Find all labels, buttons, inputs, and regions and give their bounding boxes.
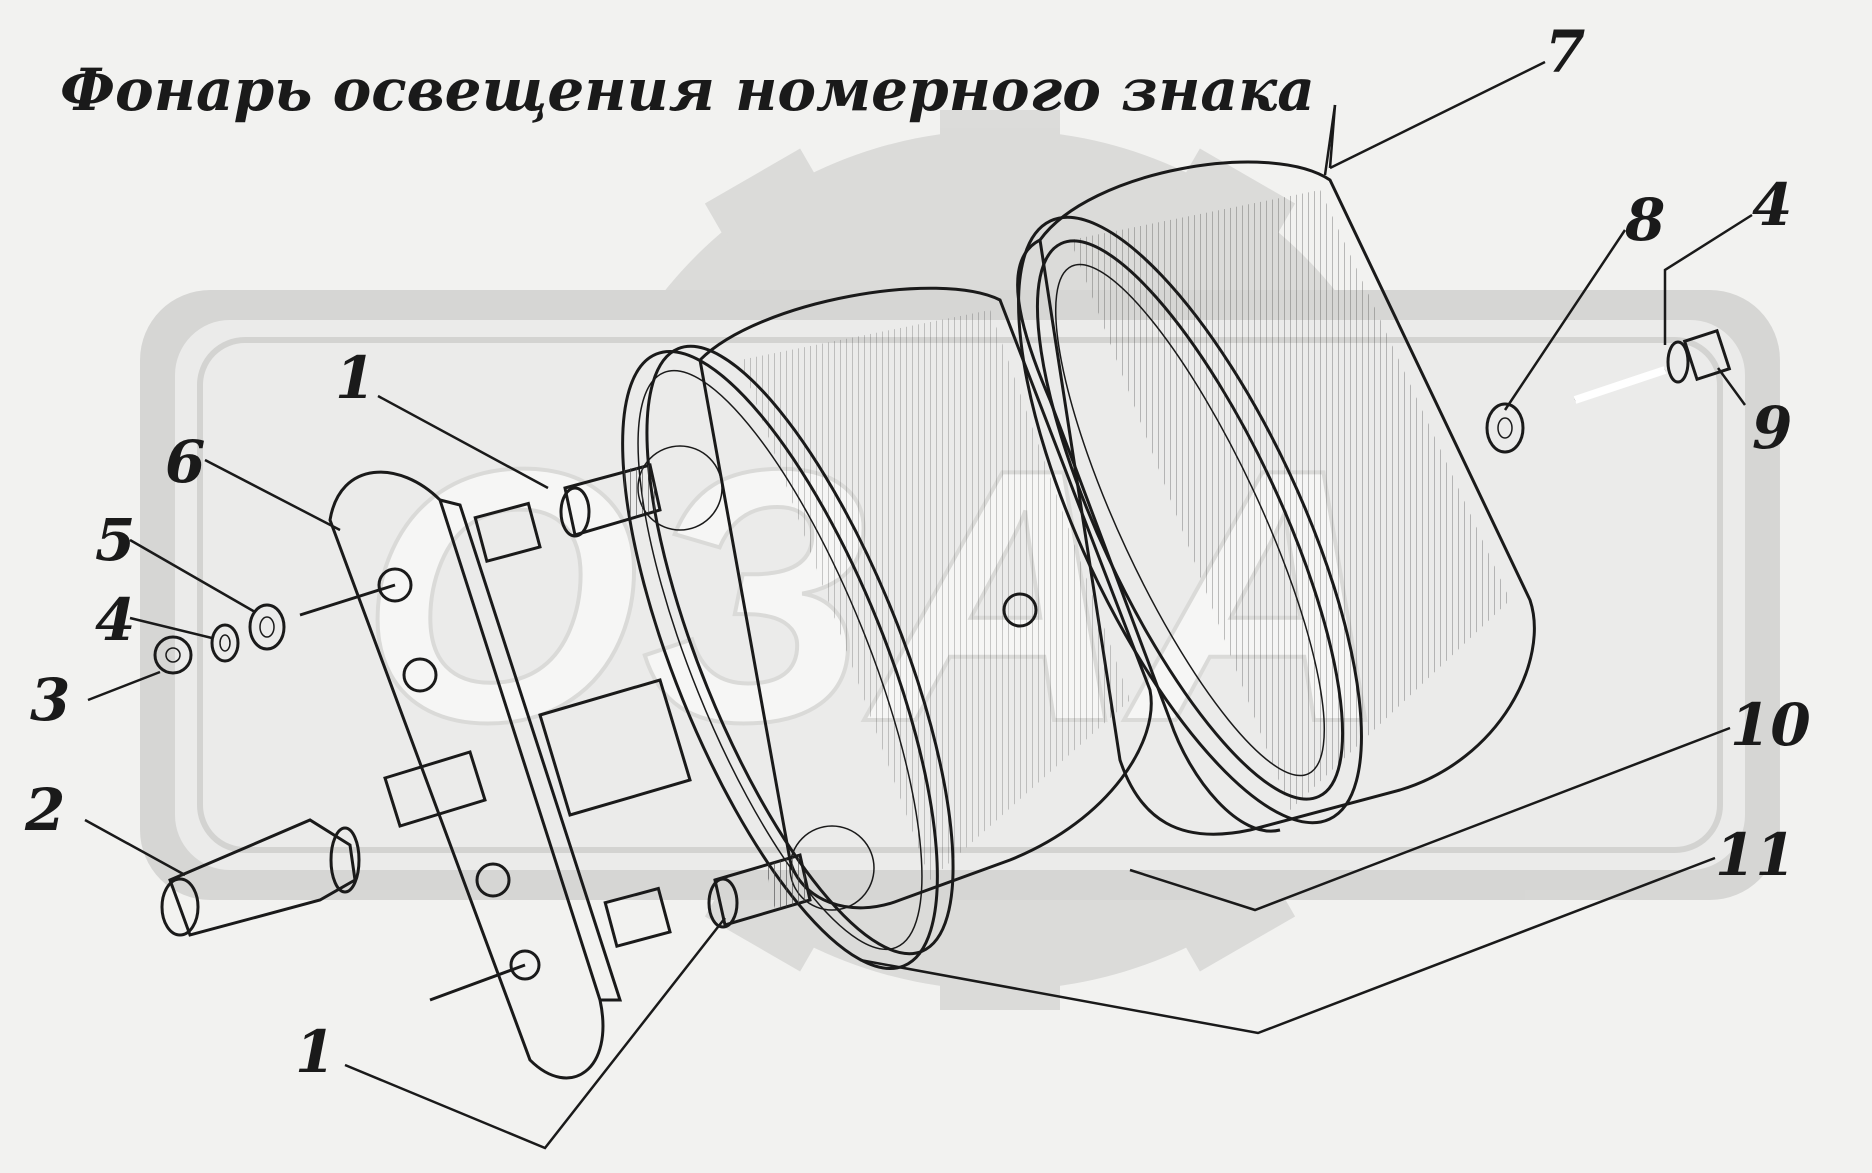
lock-washer-part-4-right <box>1666 340 1690 384</box>
callout-1-top: 1 <box>335 344 375 412</box>
diagram-title: Фонарь освещения номерного знака <box>60 56 1315 124</box>
callout-7: 7 <box>1545 18 1585 86</box>
lens-body-part-10 <box>698 286 1153 910</box>
base-plate-part-6 <box>299 470 692 1080</box>
callout-4-left: 4 <box>95 586 135 654</box>
screw-part-9 <box>1573 328 1732 404</box>
lamp-bottom-part-1 <box>707 825 875 929</box>
outer-cover-rim <box>1017 215 1363 825</box>
callout-4-right: 4 <box>1752 171 1792 239</box>
washer-part-8 <box>1485 402 1525 454</box>
callout-11: 11 <box>1715 821 1796 889</box>
callout-2: 2 <box>24 776 65 844</box>
washer-part-5 <box>248 603 286 651</box>
callout-8: 8 <box>1624 186 1665 254</box>
callout-5: 5 <box>95 506 135 574</box>
callout-labels: 1 6 5 4 3 2 1 7 8 4 9 10 11 <box>24 18 1811 1086</box>
leader-lines <box>84 60 1753 1150</box>
lock-washer-part-4-left <box>210 623 240 663</box>
callout-1-bottom: 1 <box>295 1018 335 1086</box>
callout-9: 9 <box>1752 394 1792 462</box>
gasket-part-11 <box>621 344 955 970</box>
callout-6: 6 <box>165 428 205 496</box>
callout-3: 3 <box>30 666 70 734</box>
grommet-part-2 <box>160 818 361 937</box>
lamp-top-part-1 <box>559 445 723 538</box>
nut-part-3 <box>153 635 193 675</box>
callout-10: 10 <box>1730 691 1811 759</box>
